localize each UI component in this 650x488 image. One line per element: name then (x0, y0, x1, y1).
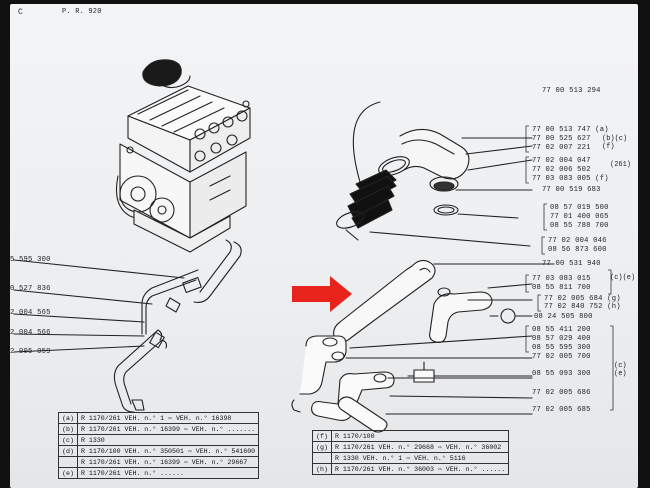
left-part-label: 2 004 565 (10, 309, 51, 317)
right-part-label: 77 00 525 627 (532, 135, 591, 143)
table-row: (b)R 1170/261 VEH. n.° 16399 ⇨ VEH. n.° … (58, 423, 260, 435)
header-page-ref: P. R. 920 (62, 8, 102, 16)
right-part-label: 77 00 513 747 (a) (532, 126, 609, 134)
right-part-label: 77 02 005 686 (532, 389, 591, 397)
right-part-label: 77 02 007 221 (532, 144, 591, 152)
header-code: C (18, 8, 24, 17)
right-part-label: 77 01 400 065 (550, 213, 609, 221)
right-part-label: 08 57 029 400 (532, 335, 591, 343)
left-part-label: 5 595 300 (10, 256, 51, 264)
right-part-label: 08 55 595 300 (532, 344, 591, 352)
right-legend-table: (f)R 1170/100 (g)R 1170/261 VEH. n.° 296… (312, 430, 510, 475)
row-text: R 1170/261 VEH. n.° 1 ⇨ VEH. n.° 16398 (76, 412, 260, 424)
right-exploded-parts (291, 128, 523, 433)
table-row: (h)R 1170/261 VEH. n.° 36003 ⇨ VEH. n.° … (312, 463, 510, 475)
row-text: R 1170/261 VEH. n.° ...... (76, 467, 260, 479)
right-part-label: 77 02 004 046 (548, 237, 607, 245)
row-text: R 1170/261 VEH. n.° 29668 ⇨ VEH. n.° 360… (330, 441, 510, 453)
row-key: (h) (312, 463, 332, 475)
row-text: R 1170/261 VEH. n.° 16399 ⇨ VEH. n.° ...… (76, 423, 260, 435)
bracket-lines (525, 125, 614, 411)
right-part-label: 08 56 873 600 (548, 246, 607, 254)
left-part-label: 2 005 059 (10, 348, 51, 356)
row-text: R 1170/261 VEH. n.° 16399 ⇨ VEH. n.° 296… (76, 456, 260, 468)
left-part-label: 2 004 566 (10, 329, 51, 337)
table-row: (g)R 1170/261 VEH. n.° 29668 ⇨ VEH. n.° … (312, 441, 510, 453)
bracket-note: (c)(e) (610, 274, 636, 282)
row-text: R 1170/100 (330, 430, 510, 442)
row-key: (b) (58, 423, 78, 435)
table-row: (a)R 1170/261 VEH. n.° 1 ⇨ VEH. n.° 1639… (58, 412, 260, 424)
right-part-label: 77 03 083 015 (532, 275, 591, 283)
table-row: (e)R 1170/261 VEH. n.° ...... (58, 467, 260, 479)
table-row: (d)R 1170/100 VEH. n.° 350501 ⇨ VEH. n.°… (58, 445, 260, 457)
right-part-label: 77 03 083 005 (f) (532, 175, 609, 183)
right-part-label: 77 00 531 940 (542, 260, 601, 268)
row-key: (d) (58, 445, 78, 457)
left-hose-assembly (113, 239, 242, 413)
row-key (312, 452, 332, 464)
bracket-note: (b)(c)(f) (602, 135, 628, 151)
row-key: (f) (312, 430, 332, 442)
right-part-label: 08 55 788 700 (550, 222, 609, 230)
row-key: (a) (58, 412, 78, 424)
right-part-label: 77 02 005 684 (g) (544, 295, 621, 303)
left-legend-table: (a)R 1170/261 VEH. n.° 1 ⇨ VEH. n.° 1639… (58, 412, 260, 479)
right-part-label: 77 02 006 502 (532, 166, 591, 174)
table-row: (c)R 1330 (58, 434, 260, 446)
right-part-label: 77 02 005 700 (532, 353, 591, 361)
row-text: R 1170/261 VEH. n.° 36003 ⇨ VEH. n.° ...… (330, 463, 510, 475)
right-part-label: 77 02 005 685 (532, 406, 591, 414)
bracket-note: (261) (610, 161, 632, 169)
table-row: (f)R 1170/100 (312, 430, 510, 442)
engine-drawing (115, 59, 251, 253)
table-row: R 1330 VEH. n.° 1 ⇨ VEH. n.° 5116 (312, 452, 510, 464)
row-key: (e) (58, 467, 78, 479)
row-key: (g) (312, 441, 332, 453)
highlight-arrow-icon (292, 276, 352, 312)
parts-catalog-page: C P. R. 920 (10, 4, 638, 488)
right-part-label: 77 02 840 752 (h) (544, 303, 621, 311)
row-text: R 1170/100 VEH. n.° 350501 ⇨ VEH. n.° 54… (76, 445, 260, 457)
right-part-label: 08 55 093 300 (532, 370, 591, 378)
row-key: (c) (58, 434, 78, 446)
exploded-diagram (13, 59, 555, 433)
row-key (58, 456, 78, 468)
right-part-label: 08 55 811 700 (532, 284, 591, 292)
left-part-label: 0 527 836 (10, 285, 51, 293)
table-row: R 1170/261 VEH. n.° 16399 ⇨ VEH. n.° 296… (58, 456, 260, 468)
right-part-label: 77 00 519 683 (542, 186, 601, 194)
right-part-label: 77 02 004 047 (532, 157, 591, 165)
right-part-label: 08 57 019 500 (550, 204, 609, 212)
right-part-label: 77 00 513 294 (542, 87, 601, 95)
right-part-label: 08 55 411 200 (532, 326, 591, 334)
row-text: R 1330 VEH. n.° 1 ⇨ VEH. n.° 5116 (330, 452, 510, 464)
right-part-label: 08 24 505 800 (534, 313, 593, 321)
bracket-note: (c)(e) (614, 362, 627, 378)
row-text: R 1330 (76, 434, 260, 446)
